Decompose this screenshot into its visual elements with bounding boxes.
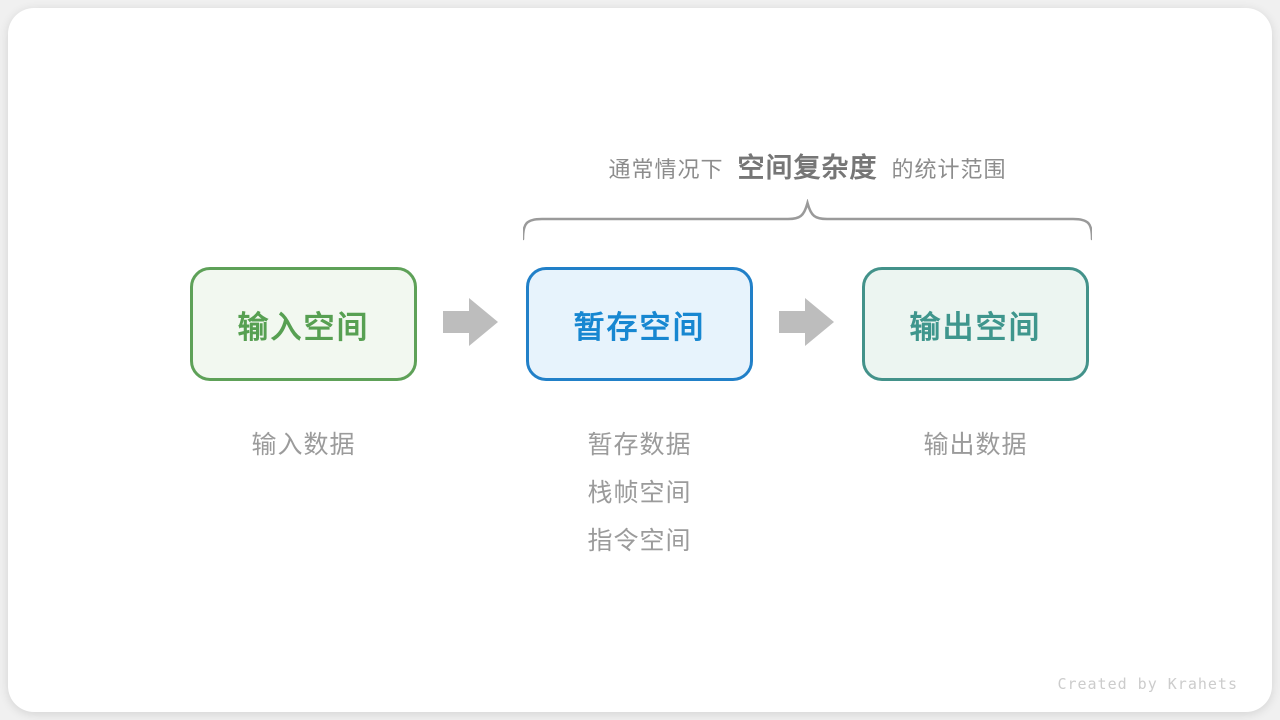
title-prefix: 通常情况下 xyxy=(608,157,724,182)
box-input-space: 输入空间 xyxy=(190,267,417,381)
diagram-title: 通常情况下 空间复杂度 的统计范围 xyxy=(523,146,1092,188)
annotation-stack-frame-space: 栈帧空间 xyxy=(587,479,692,507)
watermark-credit: Created by Krahets xyxy=(1057,675,1238,693)
box-temp-space: 暂存空间 xyxy=(526,267,753,381)
box-temp-space-label: 暂存空间 xyxy=(573,309,706,345)
annotation-input-data: 输入数据 xyxy=(251,431,356,459)
curly-brace xyxy=(523,199,1092,241)
annotation-instruction-space: 指令空间 xyxy=(587,527,692,555)
annotation-output-data: 输出数据 xyxy=(923,431,1028,459)
title-highlight: 空间复杂度 xyxy=(737,153,878,183)
box-input-space-label: 输入空间 xyxy=(237,309,370,345)
arrow-right-icon xyxy=(443,298,498,346)
annotation-temp-data: 暂存数据 xyxy=(587,431,692,459)
annotation-temp-list: 暂存数据 栈帧空间 指令空间 xyxy=(526,421,753,565)
box-output-space-label: 输出空间 xyxy=(909,309,1042,345)
arrow-right-icon xyxy=(779,298,834,346)
box-output-space: 输出空间 xyxy=(862,267,1089,381)
title-suffix: 的统计范围 xyxy=(891,157,1007,182)
